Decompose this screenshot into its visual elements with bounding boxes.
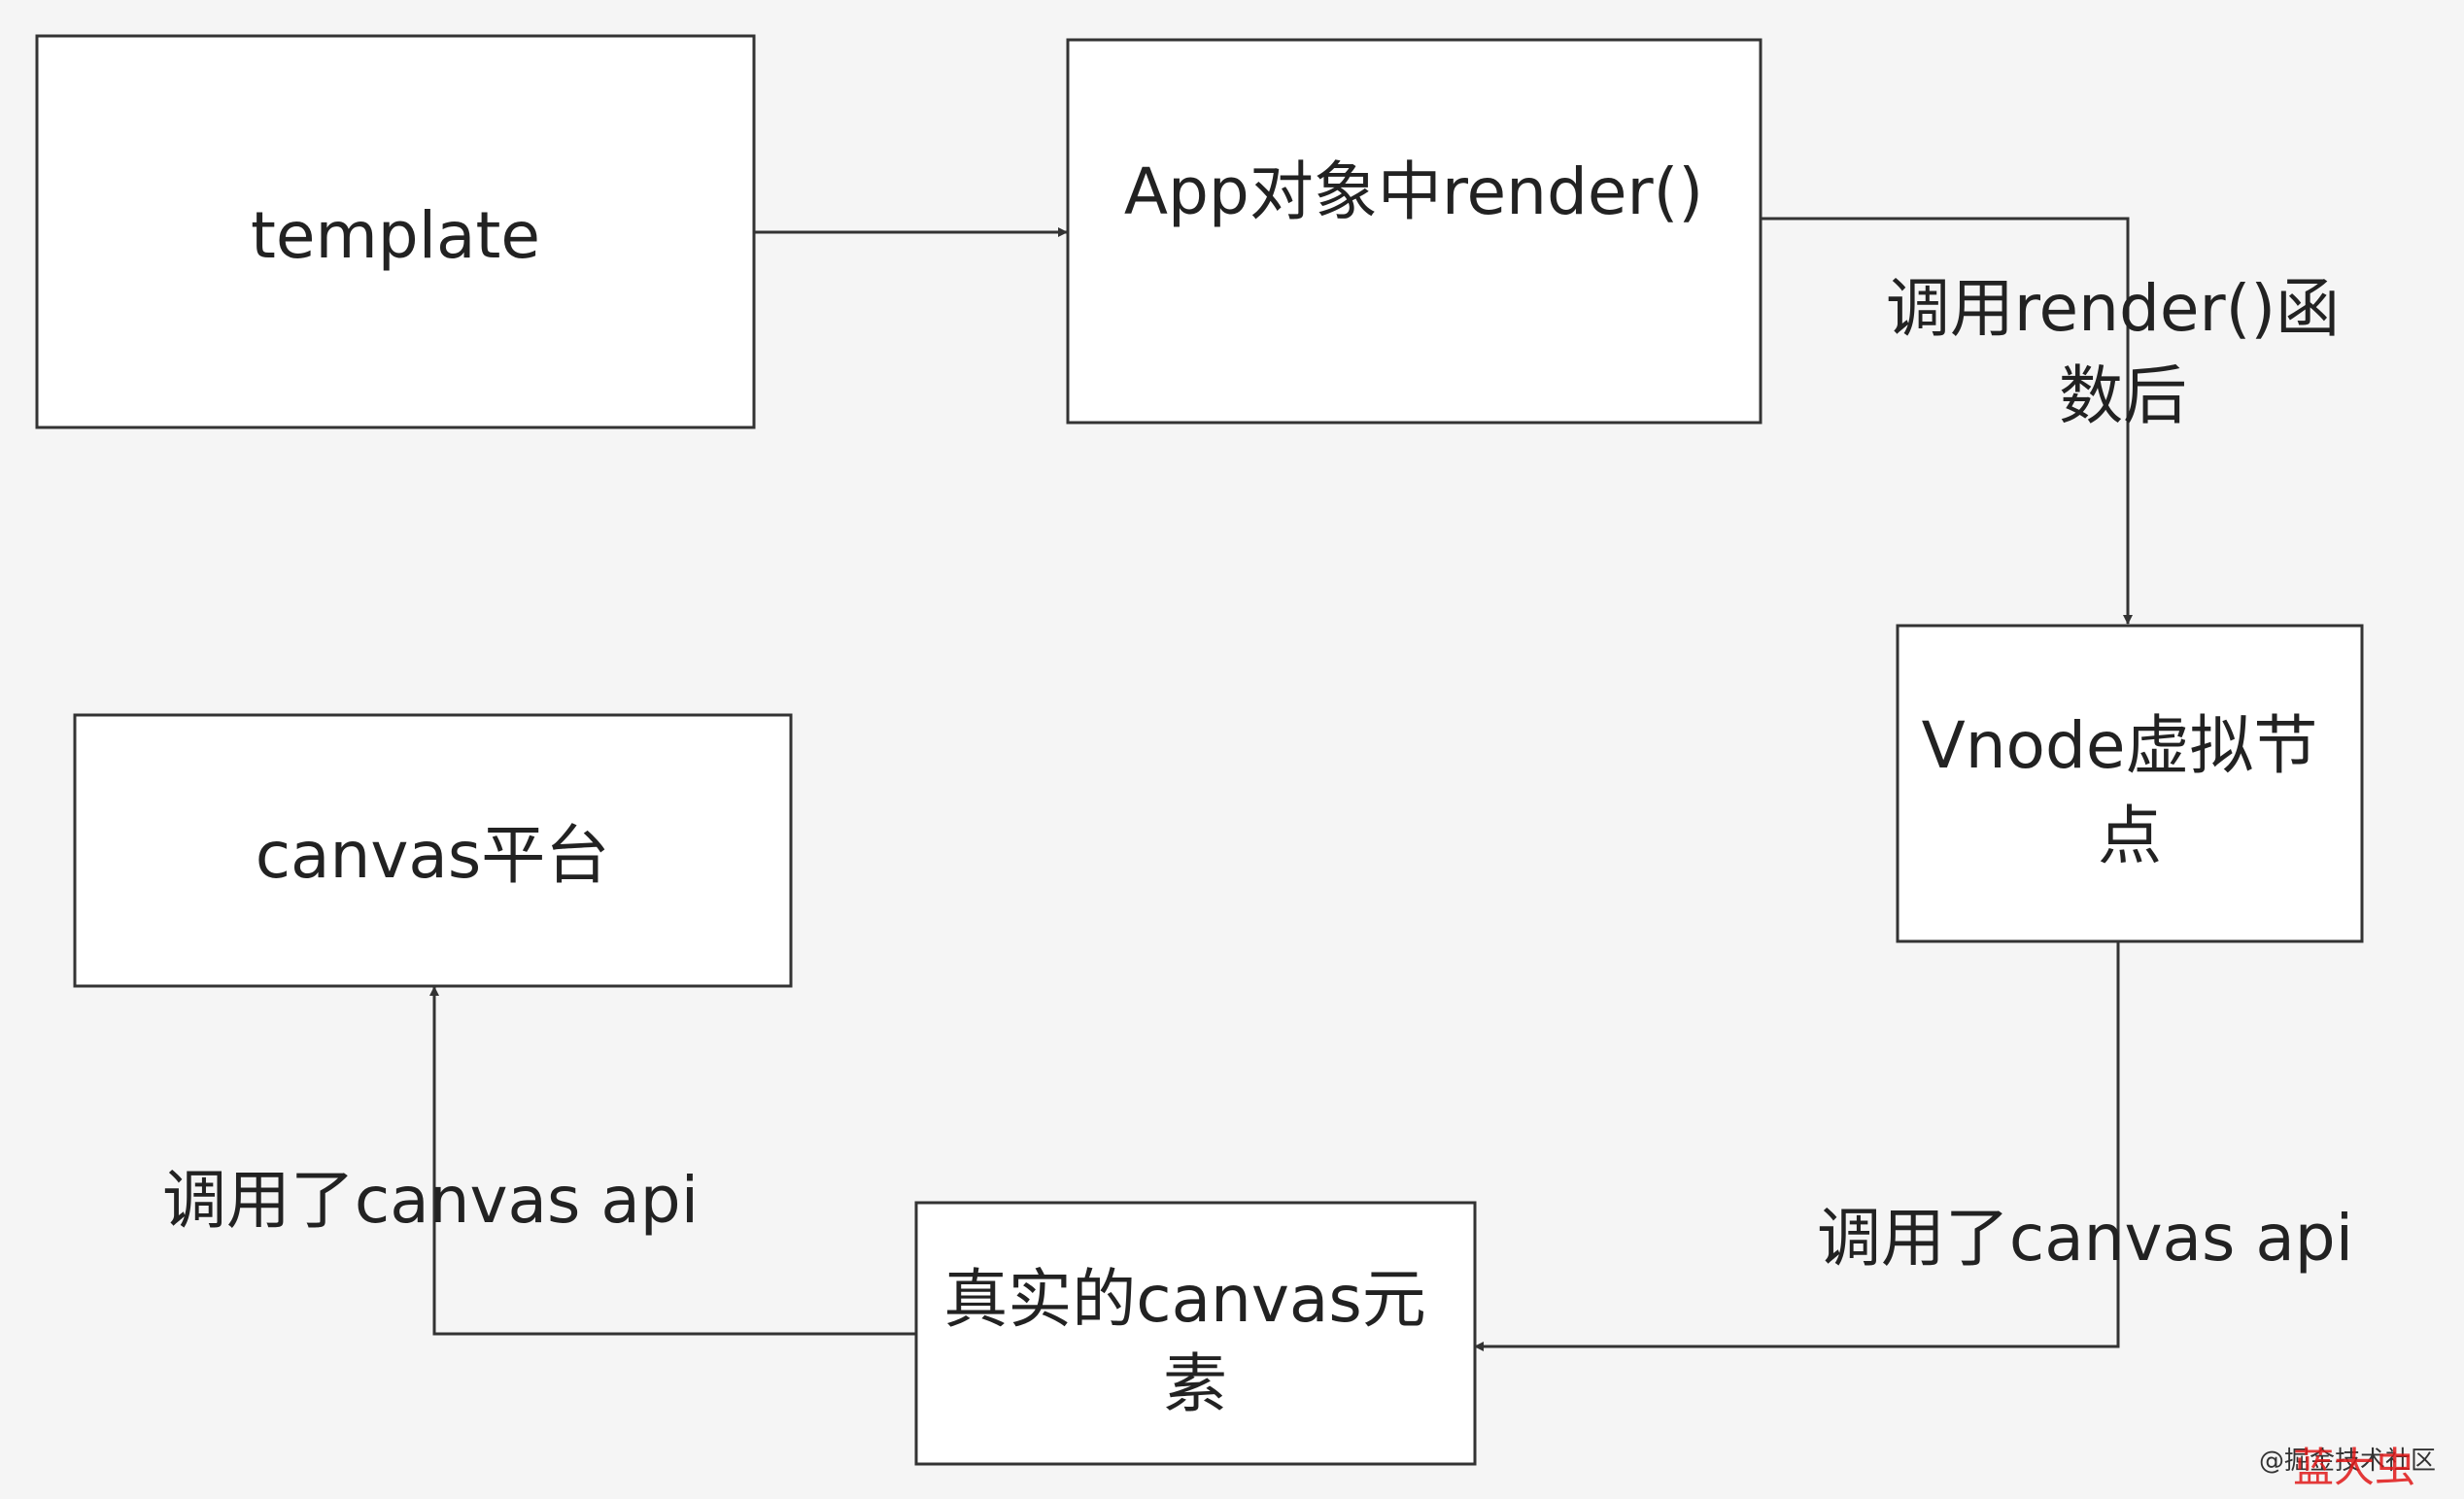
edge-label-render-call: 调用render()函 数后 <box>1886 271 2360 433</box>
edge-label-line: 数后 <box>2059 358 2187 433</box>
node-label-line: canvas平台 <box>256 818 609 893</box>
edge-app-render-to-vnode: 调用render()函 数后 <box>1759 217 2360 625</box>
node-label-line: 真实的canvas元 <box>943 1262 1425 1337</box>
watermark-stamp: 蓝大虫 <box>2293 1444 2415 1491</box>
edge-label-canvas-api-left: 调用了canvas api <box>162 1163 699 1238</box>
node-label: App对象中render() <box>1124 154 1703 229</box>
node-canvas-element: 真实的canvas元 素 <box>914 1201 1477 1466</box>
node-vnode: Vnode虚拟节 点 <box>1896 624 2364 943</box>
edge-label-line: 调用了canvas api <box>162 1163 699 1238</box>
node-label-line: 点 <box>2098 799 2162 873</box>
node-label-line: Vnode虚拟节 <box>1922 708 2318 783</box>
node-label: template <box>251 198 540 273</box>
node-label-line: App对象中render() <box>1124 154 1703 229</box>
node-label-line: 素 <box>1163 1346 1227 1421</box>
node-template: template <box>35 34 756 429</box>
node-label: Vnode虚拟节 点 <box>1922 708 2339 873</box>
watermark-text: @掘金技术社区 <box>2259 1447 2436 1476</box>
node-canvas-platform: canvas平台 <box>73 713 793 988</box>
node-label: canvas平台 <box>256 818 609 893</box>
edge-vnode-to-canvas-element: 调用了canvas api <box>1474 935 2353 1351</box>
edge-label-line: 调用了canvas api <box>1817 1201 2353 1276</box>
node-app-render: App对象中render() <box>1066 38 1762 425</box>
node-label: 真实的canvas元 素 <box>943 1262 1446 1421</box>
node-label-line: template <box>251 198 540 273</box>
edge-label-canvas-api-right: 调用了canvas api <box>1817 1201 2353 1276</box>
edge-canvas-element-to-canvas-platform: 调用了canvas api <box>162 986 915 1336</box>
watermark: @掘金技术社区 蓝大虫 <box>2259 1444 2436 1491</box>
edge-label-line: 调用render()函 <box>1886 271 2340 346</box>
